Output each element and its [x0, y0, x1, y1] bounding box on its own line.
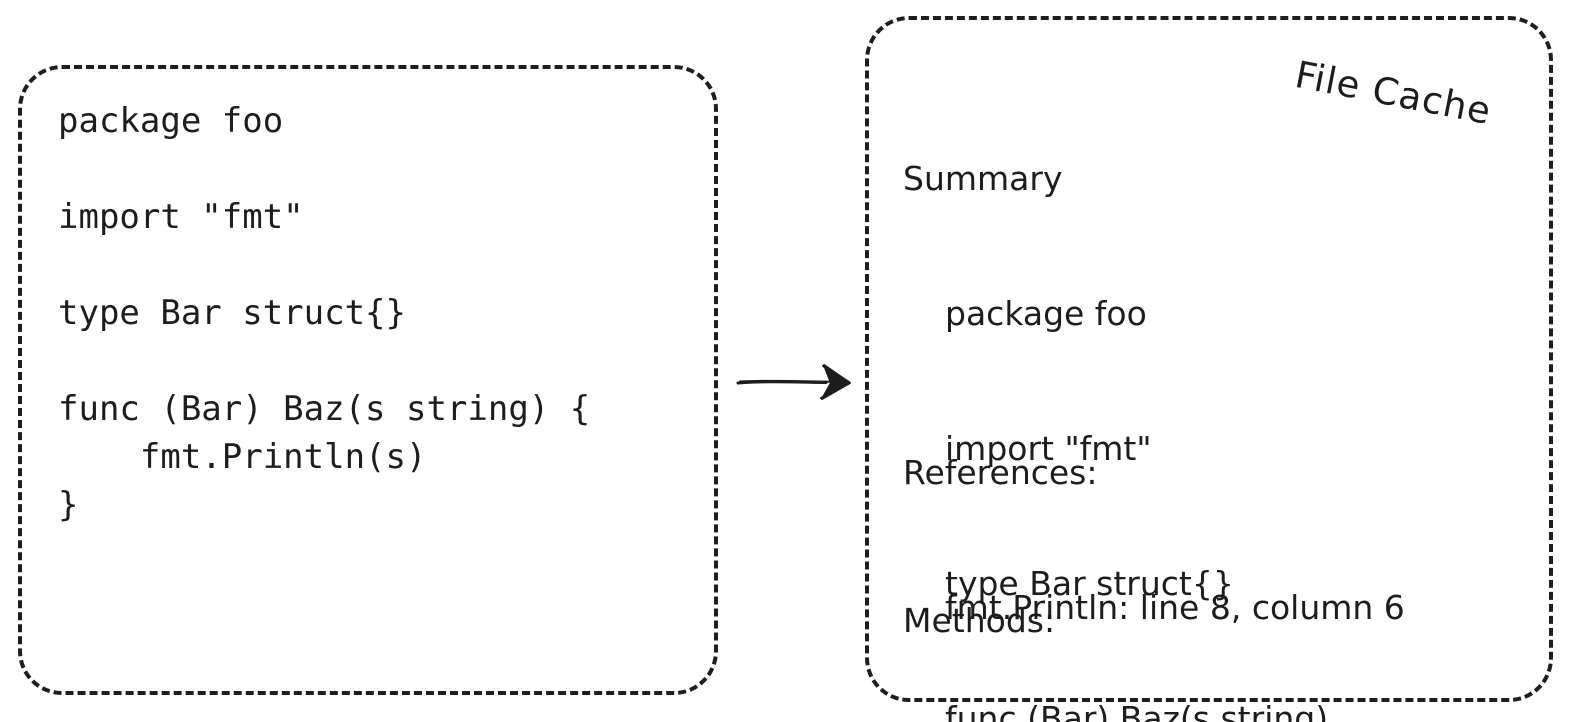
summary-entry: import "fmt": [945, 429, 1152, 468]
file-cache-box: [865, 16, 1553, 702]
methods-heading: Methods:: [903, 601, 1056, 640]
source-file-box: [18, 65, 718, 695]
summary-section: Summary package foo import "fmt" type Ba…: [903, 66, 1328, 722]
summary-entry: package foo: [945, 294, 1147, 333]
references-heading: References:: [903, 453, 1098, 492]
references-section: References: fmt.Println: line 8, column …: [903, 360, 1405, 720]
methods-section: Methods: Baz(string): Bar: [903, 508, 1204, 722]
source-code-text: package foo import "fmt" type Bar struct…: [58, 101, 591, 525]
summary-heading: Summary: [903, 159, 1063, 198]
summary-entry: func (Bar) Baz(s string): [945, 699, 1329, 722]
summary-entry: type Bar struct{}: [945, 564, 1234, 603]
arrow-right-icon: [736, 364, 851, 400]
references-entry: fmt.Println: line 8, column 6: [945, 588, 1405, 627]
